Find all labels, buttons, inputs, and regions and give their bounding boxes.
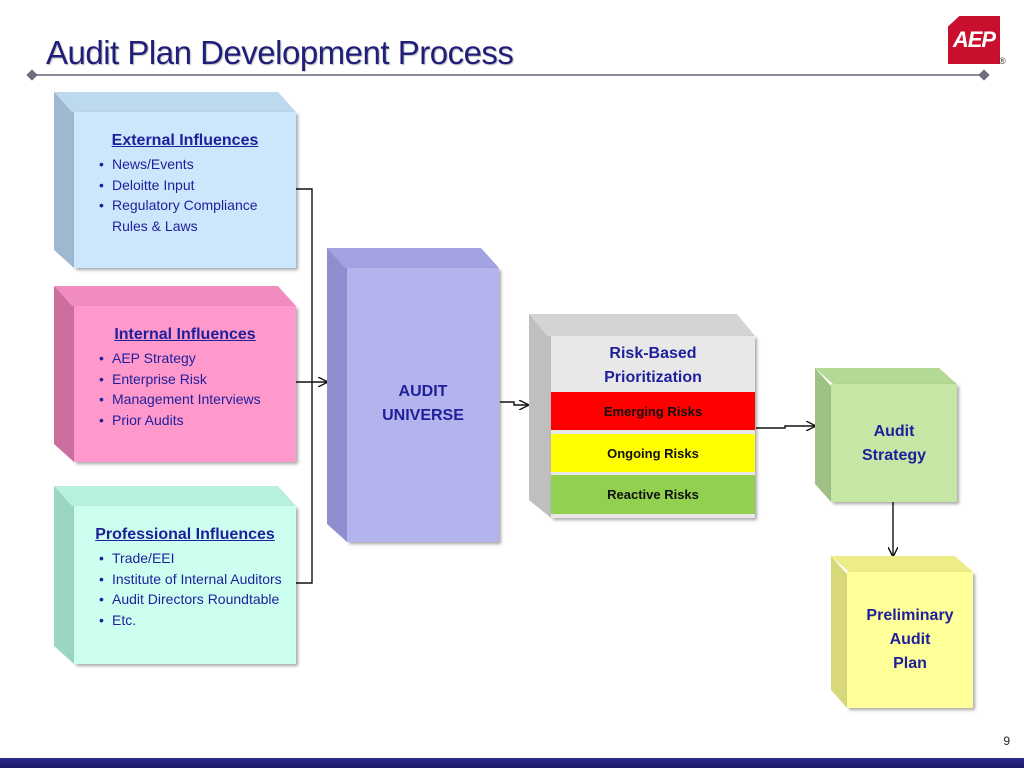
professional-box-face: Professional Influences Trade/EEI Instit… xyxy=(74,506,296,664)
professional-item: Trade/EEI xyxy=(99,548,288,569)
external-heading: External Influences xyxy=(111,132,259,149)
strategy-label-line1: Audit xyxy=(873,423,915,440)
professional-influences-box: Professional Influences Trade/EEI Instit… xyxy=(54,486,296,664)
ongoing-risks-band: Ongoing Risks xyxy=(551,434,755,472)
audit-universe-box: AUDIT UNIVERSE xyxy=(327,248,499,542)
risk-label-line2: Prioritization xyxy=(604,369,702,386)
universe-box-top xyxy=(327,248,499,268)
prelim-box-side xyxy=(831,556,847,708)
universe-label-line1: AUDIT xyxy=(398,383,448,400)
external-influences-box: External Influences News/Events Deloitte… xyxy=(54,92,296,268)
internal-item: Management Interviews xyxy=(99,389,288,410)
strategy-box-side xyxy=(815,368,831,502)
professional-item: Institute of Internal Auditors xyxy=(99,569,288,590)
external-item: Deloitte Input xyxy=(99,175,288,196)
internal-item: Enterprise Risk xyxy=(99,369,288,390)
internal-influences-box: Internal Influences AEP Strategy Enterpr… xyxy=(54,286,296,462)
external-box-side xyxy=(54,92,74,268)
internal-box-side xyxy=(54,286,74,462)
internal-heading: Internal Influences xyxy=(114,326,256,343)
preliminary-audit-plan-box: Preliminary Audit Plan xyxy=(831,556,973,708)
registered-mark: ® xyxy=(999,56,1006,66)
title-divider xyxy=(32,74,984,76)
internal-item: Prior Audits xyxy=(99,410,288,431)
prelim-label-line1: Preliminary xyxy=(866,607,954,624)
professional-item: Audit Directors Roundtable xyxy=(99,589,288,610)
influence-bracket xyxy=(296,188,313,584)
prelim-box-face: Preliminary Audit Plan xyxy=(847,572,973,708)
page-title: Audit Plan Development Process xyxy=(46,34,514,71)
strategy-label-line2: Strategy xyxy=(861,447,927,464)
professional-heading: Professional Influences xyxy=(95,526,275,543)
arrow-risk-to-strategy xyxy=(756,426,815,428)
external-item: Regulatory Compliance Rules & Laws xyxy=(99,195,288,236)
prelim-label-line2: Audit xyxy=(889,631,931,648)
reactive-risks-band: Reactive Risks xyxy=(551,475,755,514)
internal-box-face: Internal Influences AEP Strategy Enterpr… xyxy=(74,306,296,462)
page-number: 9 xyxy=(1003,734,1010,748)
internal-box-top xyxy=(54,286,296,306)
external-box-top xyxy=(54,92,296,112)
emerging-risks-band: Emerging Risks xyxy=(551,392,755,430)
strategy-box-face: Audit Strategy xyxy=(831,384,957,502)
professional-box-top xyxy=(54,486,296,506)
audit-strategy-box: Audit Strategy xyxy=(815,368,957,502)
risk-prioritization-box: Risk-Based Prioritization Emerging Risks… xyxy=(529,314,755,518)
prelim-label-line3: Plan xyxy=(893,655,927,672)
external-box-face: External Influences News/Events Deloitte… xyxy=(74,112,296,268)
prelim-box-top xyxy=(831,556,973,572)
risk-box-face: Risk-Based Prioritization Emerging Risks… xyxy=(551,336,755,518)
internal-item: AEP Strategy xyxy=(99,348,288,369)
risk-label-line1: Risk-Based xyxy=(609,345,697,362)
footer-bar xyxy=(0,758,1024,768)
risk-box-top xyxy=(529,314,755,336)
universe-box-side xyxy=(327,248,347,542)
universe-box-face: AUDIT UNIVERSE xyxy=(347,268,499,542)
universe-label-line2: UNIVERSE xyxy=(382,407,464,424)
strategy-box-top xyxy=(815,368,957,384)
professional-item: Etc. xyxy=(99,610,288,631)
risk-box-side xyxy=(529,314,551,518)
professional-box-side xyxy=(54,486,74,664)
arrow-universe-to-risk xyxy=(500,402,528,405)
aep-logo: AEP xyxy=(948,16,1000,64)
external-item: News/Events xyxy=(99,154,288,175)
